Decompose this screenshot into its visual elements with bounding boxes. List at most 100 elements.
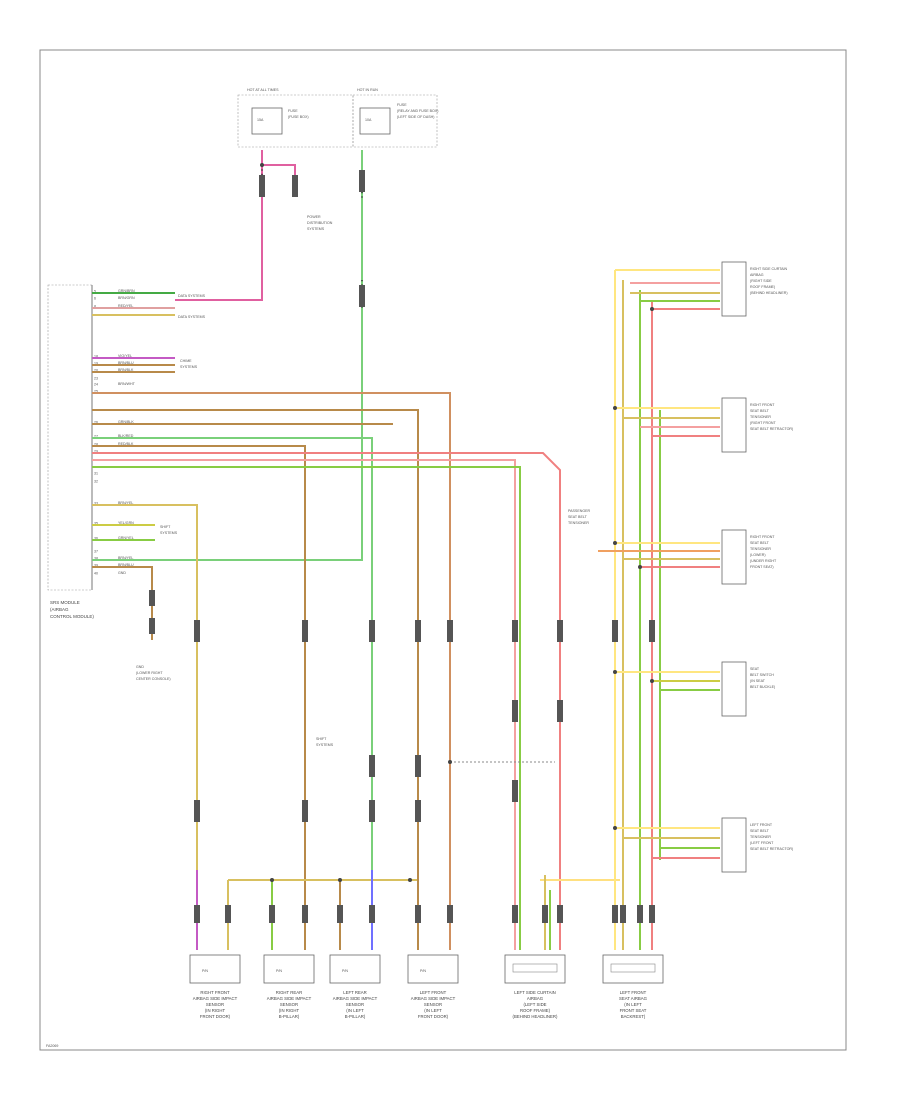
pin-number: 6 — [94, 297, 96, 301]
splice-points — [260, 163, 654, 882]
system-labels: POWER DISTRIBUTION SYSTEMS DATA SYSTEMS … — [46, 215, 591, 1048]
data-link-2: DATA SYSTEMS — [178, 315, 206, 319]
component-label: (BEHIND HEADLINER) — [513, 1014, 558, 1019]
chime-link-1: CHIME — [180, 359, 192, 363]
pin-wire-color: BRN/YEL — [118, 501, 133, 505]
component-label: (RIGHT FRONT — [750, 421, 776, 425]
pin-number: 27 — [94, 435, 98, 439]
power-dist-3: SYSTEMS — [307, 227, 325, 231]
ground-label-1: GND — [136, 665, 144, 669]
pin-wire-color: BRN/BLU — [118, 563, 134, 567]
pin-wire-color: GRN/YEL — [118, 536, 134, 540]
shift-link-1: SHIFT — [160, 525, 171, 529]
module-name-1: SRS MODULE — [50, 600, 80, 605]
component-label: FRONT SEAT) — [750, 565, 774, 569]
component-label: SEAT BELT — [750, 541, 770, 545]
diagram-id: FA2069 — [46, 1044, 58, 1048]
component-label: RIGHT SIDE CURTAIN — [750, 267, 788, 271]
pin-number: 33 — [94, 502, 98, 506]
passenger-gnd-2: SEAT BELT — [568, 515, 588, 519]
pin-wire-color: BRN/WHT — [118, 382, 136, 386]
component-tag: P/N — [420, 969, 426, 973]
component-label: TENSIONER — [750, 835, 771, 839]
component-body — [721, 397, 747, 453]
inline-connectors — [149, 170, 655, 923]
component-label: RIGHT FRONT — [750, 535, 775, 539]
fuse-box-right: HOT IN RUN 10A FUSE (RELAY AND FUSE BOX)… — [352, 88, 438, 148]
pin-number: 29 — [94, 450, 98, 454]
pin-number: 36 — [94, 537, 98, 541]
component-label: FRONT DOOR) — [418, 1014, 449, 1019]
srs-module: SRS MODULE (AIRBAG CONTROL MODULE) — [47, 284, 94, 619]
pin-wire-color: BRN/BLU — [118, 361, 134, 365]
pin-wire-color: BRN/YEL — [118, 556, 133, 560]
fuse-right-header: HOT IN RUN — [357, 88, 378, 92]
component-body — [189, 954, 241, 984]
component-body — [602, 954, 664, 984]
component-label: SENSOR — [206, 1002, 224, 1007]
component-label: LEFT FRONT — [750, 823, 773, 827]
pin-number: 23 — [94, 377, 98, 381]
wires — [92, 150, 720, 950]
component-label: B-PILLAR) — [345, 1014, 366, 1019]
component-label: TENSIONER — [750, 547, 771, 551]
pin-number: 8 — [94, 305, 96, 309]
component-body — [329, 954, 381, 984]
pin-wire-color: BRN/BLK — [118, 368, 134, 372]
passenger-gnd-3: TENSIONER — [568, 521, 589, 525]
component-body — [407, 954, 459, 984]
module-name-3: CONTROL MODULE) — [50, 614, 94, 619]
component-label: (UNDER RIGHT — [750, 559, 777, 563]
component-label: (LEFT SIDE — [523, 1002, 546, 1007]
fuse-right-rating: 10A — [365, 118, 372, 122]
power-dist-1: POWER — [307, 215, 321, 219]
component-tag: P/N — [342, 969, 348, 973]
component-label: RIGHT REAR — [276, 990, 302, 995]
component-tag: P/N — [276, 969, 282, 973]
component-label: BELT BUCKLE) — [750, 685, 775, 689]
pin-number: 40 — [94, 572, 98, 576]
fuse-right-name-3: (LEFT SIDE OF DASH) — [397, 115, 434, 119]
pin-number: 32 — [94, 480, 98, 484]
component-label: SEAT AIRBAG — [619, 996, 648, 1001]
component-label: BELT SWITCH — [750, 673, 774, 677]
component-inner — [512, 963, 558, 973]
component-label: (IN LEFT — [346, 1008, 364, 1013]
pin-number: 25 — [94, 390, 98, 394]
pin-number: 28 — [94, 443, 98, 447]
component-label: (RIGHT SIDE — [750, 279, 772, 283]
component-label: SEAT BELT RETRACTOR) — [750, 427, 793, 431]
component-label: AIRBAG — [750, 273, 764, 277]
component-label: AIRBAG SIDE IMPACT — [411, 996, 456, 1001]
diagram-frame — [39, 49, 847, 1051]
pin-wire-color: VIO/YEL — [118, 354, 132, 358]
component-label: LEFT REAR — [343, 990, 367, 995]
component-label: FRONT DOOR) — [200, 1014, 231, 1019]
fuse-left-rating: 15A — [257, 118, 264, 122]
component-label: SENSOR — [424, 1002, 442, 1007]
component-label: AIRBAG SIDE IMPACT — [267, 996, 312, 1001]
fuse-left-header: HOT AT ALL TIMES — [247, 88, 279, 92]
component-body — [504, 954, 566, 984]
component-label: (IN SEAT — [750, 679, 766, 683]
component-label: RIGHT FRONT — [750, 403, 775, 407]
component-label: FRONT SEAT — [620, 1008, 647, 1013]
component-label: (IN LEFT — [624, 1002, 642, 1007]
pin-number: 24 — [94, 383, 98, 387]
component-label: LEFT FRONT — [420, 990, 447, 995]
component-body — [721, 661, 747, 717]
component-label: SENSOR — [346, 1002, 364, 1007]
pin-wire-color: BLK/RED — [118, 434, 134, 438]
pin-number: 19 — [94, 362, 98, 366]
component-label: (LEFT FRONT — [750, 841, 774, 845]
pin-number: 35 — [94, 522, 98, 526]
